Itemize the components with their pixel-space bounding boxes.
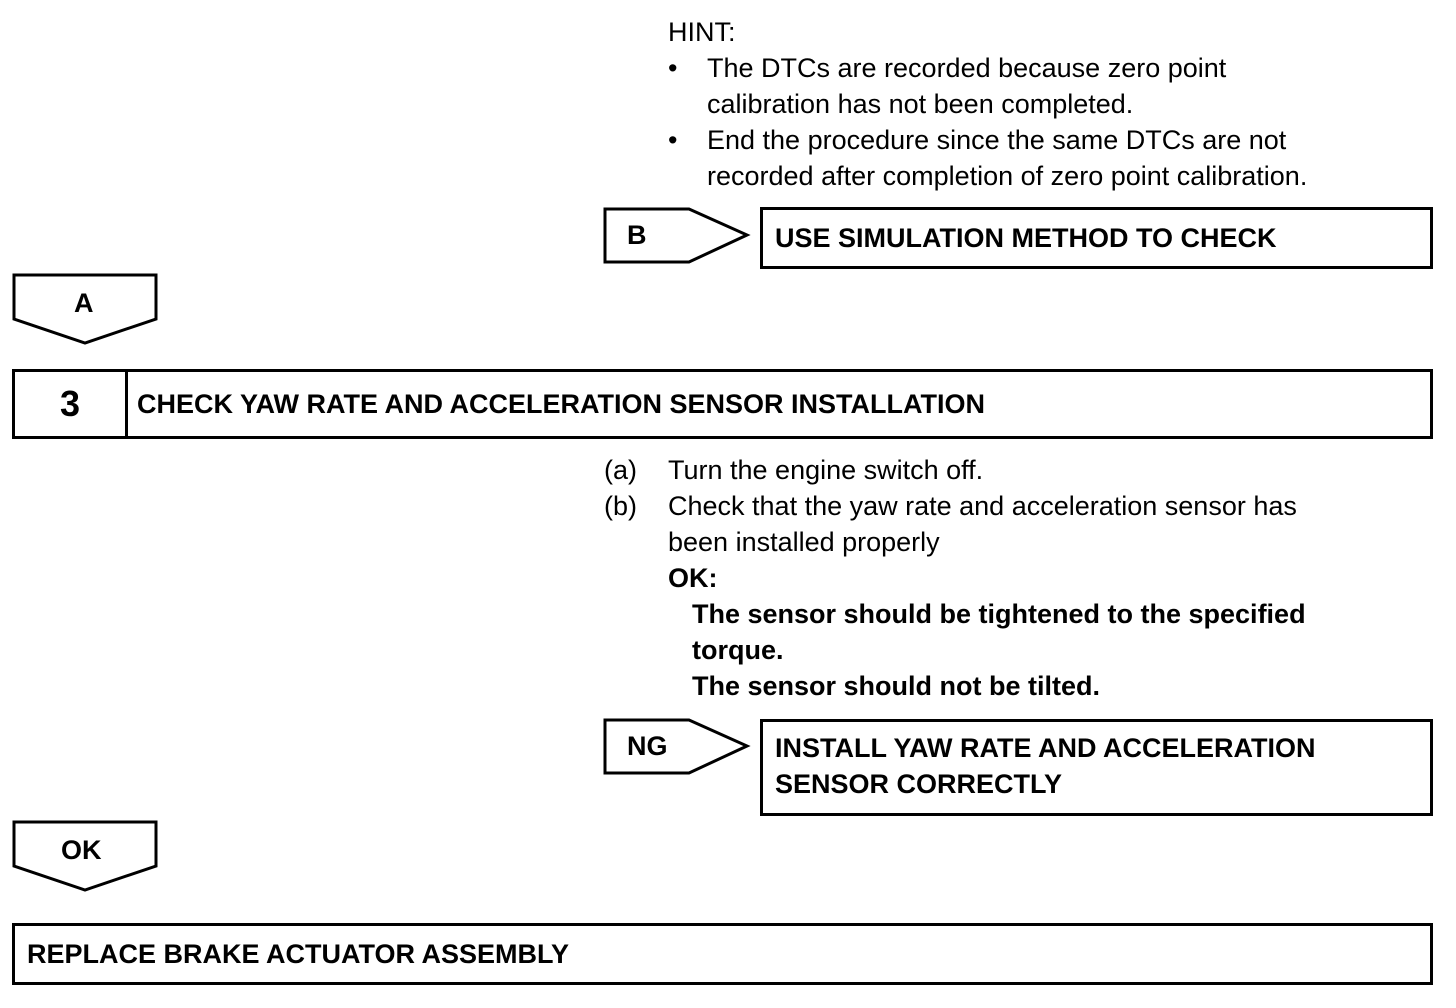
flow-a-arrow (12, 273, 158, 345)
hint-bullet-1-line-2: calibration has not been completed. (707, 89, 1134, 119)
item-b-line-2: been installed properly (668, 527, 940, 557)
ok-spec-line-3: The sensor should not be tilted. (692, 671, 1101, 701)
hint-bullet-2-line-1: End the procedure since the same DTCs ar… (707, 125, 1287, 155)
branch-ng-label: NG (627, 731, 668, 761)
ok-spec-line-1: The sensor should be tightened to the sp… (692, 599, 1306, 629)
item-a-line-1: Turn the engine switch off. (668, 455, 984, 485)
branch-ng-action-line-1: INSTALL YAW RATE AND ACCELERATION (775, 733, 1316, 763)
hint-bullet-1-line-1: The DTCs are recorded because zero point (707, 53, 1227, 83)
hint-bullet-1-symbol: • (668, 53, 678, 83)
ok-spec-label: OK: (668, 563, 718, 593)
hint-bullet-2-symbol: • (668, 125, 678, 155)
branch-ng-action-box: INSTALL YAW RATE AND ACCELERATION SENSOR… (760, 719, 1433, 816)
flow-ok-label: OK (61, 835, 102, 865)
step-3-header: 3 CHECK YAW RATE AND ACCELERATION SENSOR… (12, 369, 1433, 439)
hint-title: HINT: (668, 17, 736, 47)
flow-ok-arrow (12, 820, 158, 892)
ok-spec-line-2: torque. (692, 635, 784, 665)
hint-bullet-2-line-2: recorded after completion of zero point … (707, 161, 1308, 191)
step-title: CHECK YAW RATE AND ACCELERATION SENSOR I… (137, 389, 986, 419)
branch-ng-arrow-tag (603, 718, 751, 775)
item-b-line-1: Check that the yaw rate and acceleration… (668, 491, 1297, 521)
item-b-marker: (b) (604, 491, 637, 521)
branch-b-action-box: USE SIMULATION METHOD TO CHECK (760, 207, 1433, 269)
item-a-marker: (a) (604, 455, 637, 485)
flow-a-label: A (74, 288, 94, 318)
branch-b-arrow-tag (603, 207, 751, 264)
branch-b-label: B (627, 220, 647, 250)
final-action-title: REPLACE BRAKE ACTUATOR ASSEMBLY (27, 939, 570, 969)
branch-b-action: USE SIMULATION METHOD TO CHECK (775, 223, 1277, 253)
branch-ng-action-line-2: SENSOR CORRECTLY (775, 769, 1063, 799)
final-action-box: REPLACE BRAKE ACTUATOR ASSEMBLY (12, 923, 1433, 985)
step-number: 3 (15, 372, 128, 436)
